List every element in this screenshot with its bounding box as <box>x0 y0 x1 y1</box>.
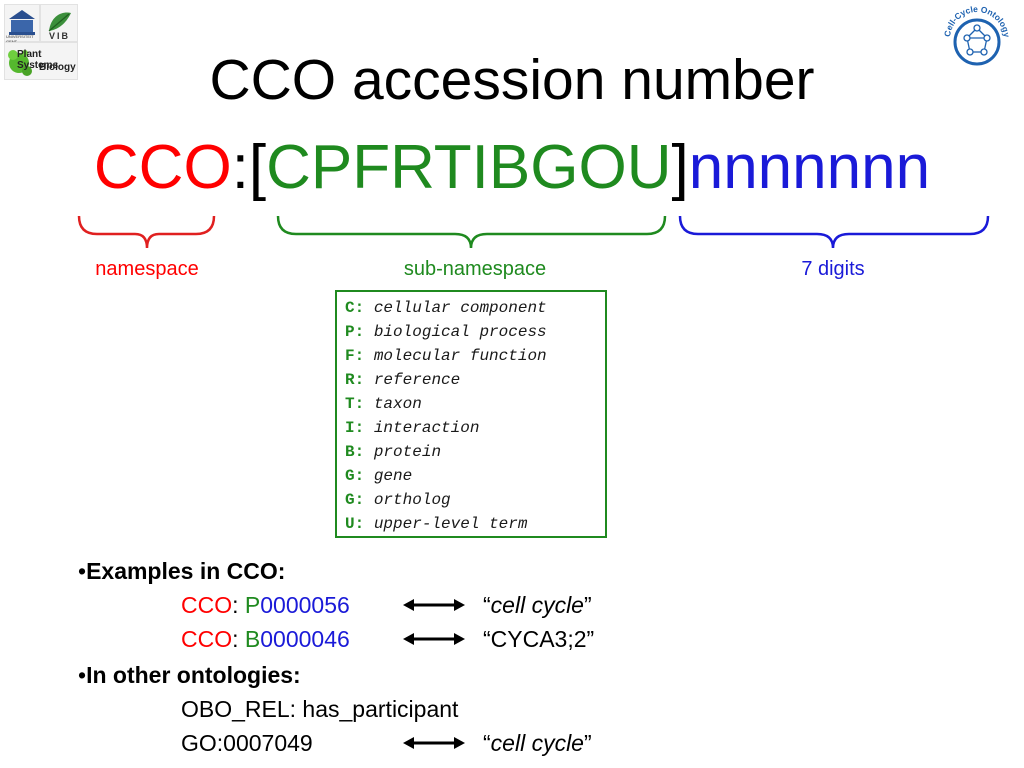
example-number: 0000046 <box>260 626 350 652</box>
university-building-icon <box>9 10 35 35</box>
code-description: molecular function <box>373 347 547 365</box>
code-row: C: cellular component <box>345 299 547 317</box>
digits-label: 7 digits <box>801 258 865 280</box>
examples-heading: •Examples in CCO: <box>78 556 285 586</box>
other-ontologies-heading-text: In other ontologies: <box>86 662 301 688</box>
bullet: • <box>78 662 87 688</box>
university-logo-text: UNIVERSITEIT GENT <box>6 34 34 44</box>
bullet: • <box>78 558 87 584</box>
example-letter: B <box>244 626 261 652</box>
code-row: P: biological process <box>345 323 547 341</box>
plant-systems-biology-logo: Plant Systems Biology <box>4 42 78 80</box>
namespace-label: namespace <box>95 258 199 280</box>
code-row: G: gene <box>345 467 413 485</box>
code-description: gene <box>373 467 413 485</box>
example-id-1: CCO: P0000056 <box>181 592 350 618</box>
subnamespace-label: sub-namespace <box>403 258 547 280</box>
examples-heading-text: Examples in CCO: <box>86 558 286 584</box>
accession-format: CCO:[CPFRTIBGOU]nnnnnnn <box>0 128 1024 208</box>
plant-splash-icon <box>8 50 32 76</box>
namespace-brace <box>77 215 216 249</box>
code-letter: R <box>345 371 355 389</box>
psb-logo-line1: Plant Systems <box>17 49 59 71</box>
code-description: ortholog <box>373 491 451 509</box>
example-namespace: CCO <box>181 626 233 652</box>
double-arrow-icon <box>403 633 465 645</box>
example-number: 0000056 <box>260 592 350 618</box>
example-id-2: CCO: B0000046 <box>181 626 350 652</box>
accession-colon-bracket: :[ <box>231 133 267 202</box>
code-letter: C <box>345 299 355 317</box>
code-letter: G <box>345 491 355 509</box>
page-title: CCO accession number <box>209 48 815 112</box>
code-row: I: interaction <box>345 419 480 437</box>
accession-namespace: CCO <box>93 133 232 202</box>
accession-close-bracket: ] <box>671 133 689 202</box>
vib-logo: VIB <box>40 4 78 42</box>
university-logo: UNIVERSITEIT GENT <box>4 4 40 44</box>
double-arrow-icon <box>403 599 465 611</box>
code-letter: F <box>345 347 355 365</box>
code-row: G: ortholog <box>345 491 451 509</box>
double-arrow-icon <box>403 737 465 749</box>
code-row: F: molecular function <box>345 347 547 365</box>
code-letter: I <box>345 419 355 437</box>
code-description: reference <box>373 371 461 389</box>
code-description: cellular component <box>373 299 547 317</box>
example-term: cell cycle <box>490 592 584 618</box>
code-row: R: reference <box>345 371 461 389</box>
psb-logo-line2: Biology <box>39 62 76 73</box>
subnamespace-code-list: C: cellular component P: biological proc… <box>335 290 607 538</box>
cell-cycle-ontology-graph-icon: Cell-Cycle Ontology <box>942 4 1012 66</box>
example-namespace: CCO <box>181 592 233 618</box>
code-description: biological process <box>373 323 547 341</box>
digits-brace <box>678 215 990 249</box>
code-letter: B <box>345 443 355 461</box>
subnamespace-brace <box>276 215 667 249</box>
code-letter: T <box>345 395 355 413</box>
code-description: protein <box>373 443 442 461</box>
other-line-2-id: GO:0007049 <box>181 730 313 756</box>
cell-cycle-ontology-logo: Cell-Cycle Ontology <box>940 2 1014 76</box>
code-row: U: upper-level term <box>345 515 528 533</box>
other-line-1: OBO_REL: has_participant <box>181 696 459 722</box>
code-row: T: taxon <box>345 395 422 413</box>
accession-digits: nnnnnnn <box>688 133 931 202</box>
example-letter: P <box>244 592 261 618</box>
example-term-1: “cell cycle” <box>483 592 592 618</box>
code-letter: G <box>345 467 355 485</box>
code-description: taxon <box>373 395 422 413</box>
vib-leaf-icon <box>48 12 71 32</box>
brace-group <box>77 215 990 249</box>
other-term: cell cycle <box>490 730 584 756</box>
code-letter: P <box>345 323 355 341</box>
accession-subnamespace: CPFRTIBGOU <box>266 133 672 202</box>
vib-logo-text: VIB <box>49 31 71 41</box>
other-ontologies-heading: •In other ontologies: <box>78 660 301 690</box>
code-letter: U <box>345 515 355 533</box>
example-term-2: “CYCA3;2” <box>483 626 595 652</box>
code-description: interaction <box>373 419 480 437</box>
other-line-2-term: “cell cycle” <box>483 730 592 756</box>
code-description: upper-level term <box>373 515 528 533</box>
code-row: B: protein <box>345 443 442 461</box>
